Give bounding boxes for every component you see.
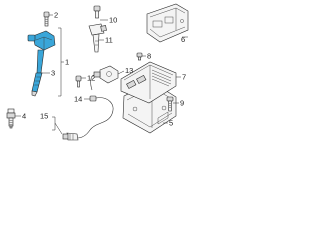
ignition-coil	[27, 30, 56, 97]
coil-boot	[36, 49, 45, 74]
coil-bolt	[43, 11, 50, 27]
leader-part-15	[54, 122, 63, 135]
bracket-part-1	[58, 27, 62, 97]
parts-diagram: 1 2 3	[0, 0, 200, 147]
callout-2: 2	[54, 11, 58, 20]
ignition-coil-assembly: 1 2 3	[27, 11, 69, 97]
callout-14: 14	[74, 95, 82, 104]
mounting-screw-right	[136, 52, 143, 61]
callout-4: 4	[22, 112, 26, 121]
callout-11: 11	[105, 36, 113, 45]
callout-9: 9	[180, 99, 184, 108]
oxygen-sensor	[62, 95, 114, 141]
callout-1: 1	[65, 58, 69, 67]
position-sensor-left	[75, 75, 82, 88]
stud-bolt-right	[166, 96, 174, 112]
coil-tube	[31, 72, 43, 93]
callout-3: 3	[51, 69, 55, 78]
camshaft-position-sensor	[88, 5, 107, 53]
module-housing	[146, 3, 189, 43]
callout-13: 13	[125, 66, 133, 75]
callout-6-label: 6	[181, 35, 185, 44]
engine-control-module	[120, 61, 177, 104]
callout-8: 8	[147, 52, 151, 61]
leader-part-13	[117, 70, 125, 75]
coil-connector	[27, 34, 36, 42]
spark-plug	[6, 108, 16, 129]
knock-sensor	[90, 65, 119, 91]
callout-10: 10	[109, 16, 117, 25]
bracket-part-15	[52, 116, 56, 131]
callout-5: 5	[169, 119, 173, 128]
callout-7: 7	[182, 73, 186, 82]
exploded-parts-diagram: 1 2 3	[6, 3, 189, 141]
callout-15: 15	[40, 112, 48, 121]
